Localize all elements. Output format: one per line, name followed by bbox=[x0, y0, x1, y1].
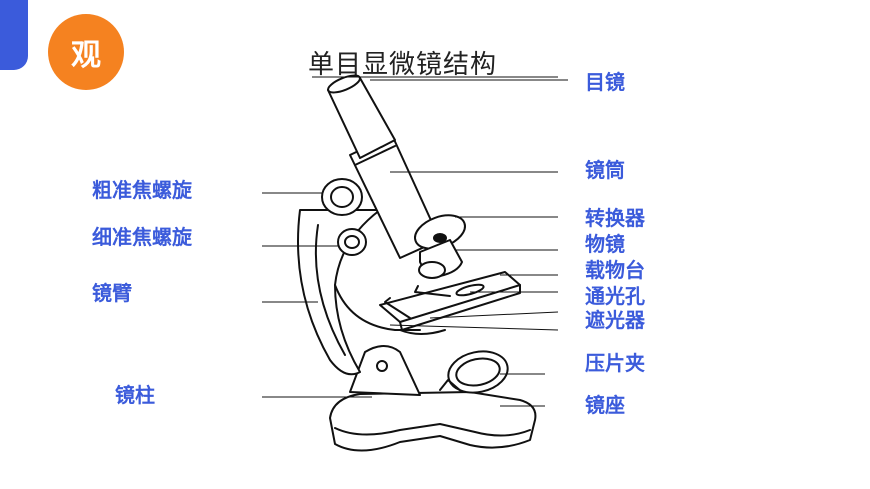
label-eyepiece: 目镜 bbox=[585, 70, 625, 94]
label-pillar: 镜柱 bbox=[115, 383, 155, 407]
label-aperture: 通光孔 bbox=[585, 284, 645, 308]
base-edge bbox=[334, 423, 531, 437]
mirror-mount bbox=[439, 379, 463, 393]
badge-text: 观 bbox=[71, 38, 101, 73]
leader-diaphragm bbox=[429, 311, 559, 319]
label-diaphragm: 遮光器 bbox=[585, 308, 645, 332]
side-accent-tab bbox=[0, 0, 28, 70]
diaphragm bbox=[399, 329, 446, 335]
diagram-title: 单目显微镜结构 bbox=[308, 50, 498, 80]
leader-clip bbox=[389, 324, 559, 331]
stage-clip-left bbox=[384, 297, 411, 319]
eyepiece-top bbox=[327, 74, 361, 94]
fine-knob bbox=[337, 228, 367, 256]
pillar-screw bbox=[376, 360, 388, 372]
label-coarse-focus: 粗准焦螺旋 bbox=[92, 178, 192, 202]
arm-inner-line bbox=[314, 224, 346, 356]
stage-clip-right bbox=[414, 285, 451, 297]
mirror bbox=[447, 350, 509, 394]
label-stage: 载物台 bbox=[585, 258, 645, 282]
arm-outline bbox=[297, 209, 381, 376]
label-arm: 镜臂 bbox=[92, 281, 132, 305]
coarse-knob bbox=[321, 178, 363, 216]
label-fine-focus: 细准焦螺旋 bbox=[92, 225, 192, 249]
label-tube: 镜筒 bbox=[585, 158, 625, 182]
label-base: 镜座 bbox=[585, 393, 625, 417]
label-nosepiece: 转换器 bbox=[585, 206, 645, 230]
label-objective: 物镜 bbox=[585, 232, 625, 256]
leader-lines bbox=[262, 76, 568, 407]
section-badge: 观 bbox=[48, 14, 124, 90]
stage-aperture bbox=[455, 283, 485, 297]
label-clip: 压片夹 bbox=[585, 351, 645, 375]
base-outline bbox=[329, 391, 537, 452]
arm-stage-join bbox=[334, 284, 421, 331]
